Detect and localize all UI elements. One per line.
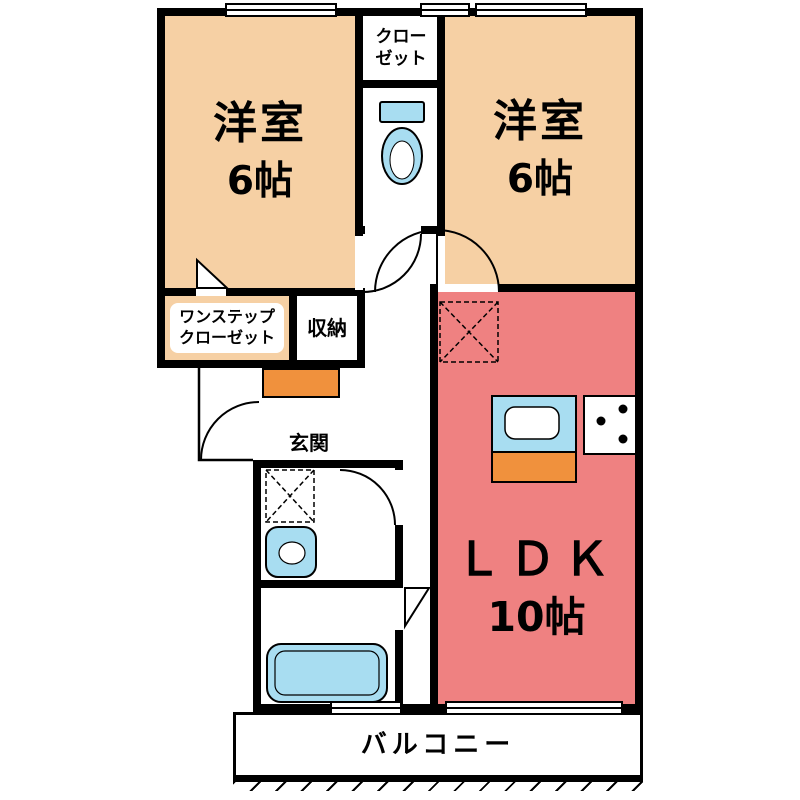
window-bathroom bbox=[330, 701, 402, 715]
window-bedroom-left bbox=[225, 3, 337, 17]
entrance-label: 玄関 bbox=[289, 431, 329, 455]
bedroom-left-name: 洋室 bbox=[213, 98, 307, 150]
room-onestep-closet: ワンステップ クローゼット bbox=[157, 288, 297, 368]
door-arc-entrance bbox=[200, 401, 260, 461]
room-toilet bbox=[355, 80, 447, 234]
bedroom-left-size: 6帖 bbox=[226, 158, 294, 204]
entrance-porch-wall bbox=[197, 366, 253, 462]
closet-label-line2: ゼット bbox=[375, 49, 427, 69]
onestep-closet-label: ワンステップ クローゼット bbox=[169, 303, 284, 353]
onestep-closet-line2: クローゼット bbox=[178, 328, 275, 347]
door-opening-toilet bbox=[365, 226, 421, 234]
window-top-center bbox=[420, 3, 470, 17]
balcony-label: バルコニー bbox=[360, 729, 516, 760]
room-ldk: ＬＤＫ 10帖 bbox=[430, 284, 643, 712]
door-opening-ldk bbox=[437, 284, 499, 292]
room-closet: クロー ゼット bbox=[355, 8, 447, 88]
door-opening-bathroom bbox=[395, 588, 403, 630]
bedroom-right-size: 6帖 bbox=[506, 156, 574, 202]
door-triangle-bathroom bbox=[404, 587, 431, 630]
window-bedroom-right bbox=[475, 3, 587, 17]
door-opening-washroom bbox=[395, 470, 403, 525]
room-balcony: バルコニー bbox=[233, 712, 643, 782]
door-opening-closet bbox=[196, 288, 226, 296]
storage-label: 収納 bbox=[307, 316, 347, 340]
closet-label-line1: クロー bbox=[375, 26, 427, 47]
door-arc-toilet bbox=[362, 233, 422, 293]
door-opening-bedroom-right bbox=[437, 236, 445, 290]
room-washroom bbox=[253, 460, 403, 588]
room-bathroom bbox=[253, 580, 403, 712]
ldk-name: ＬＤＫ bbox=[455, 532, 618, 587]
room-bedroom-left: 洋室 6帖 bbox=[157, 8, 363, 296]
window-ldk-balcony bbox=[445, 701, 623, 715]
wall-segment bbox=[403, 704, 430, 712]
room-bedroom-right: 洋室 6帖 bbox=[437, 8, 643, 292]
room-storage: 収納 bbox=[289, 288, 365, 368]
ldk-size: 10帖 bbox=[487, 592, 586, 641]
balcony-railing-hatch bbox=[233, 782, 643, 791]
room-entrance: 玄関 bbox=[253, 368, 365, 464]
onestep-closet-line1: ワンステップ bbox=[179, 307, 275, 327]
bedroom-right-name: 洋室 bbox=[493, 96, 587, 148]
door-opening-bedroom-left bbox=[355, 236, 363, 290]
